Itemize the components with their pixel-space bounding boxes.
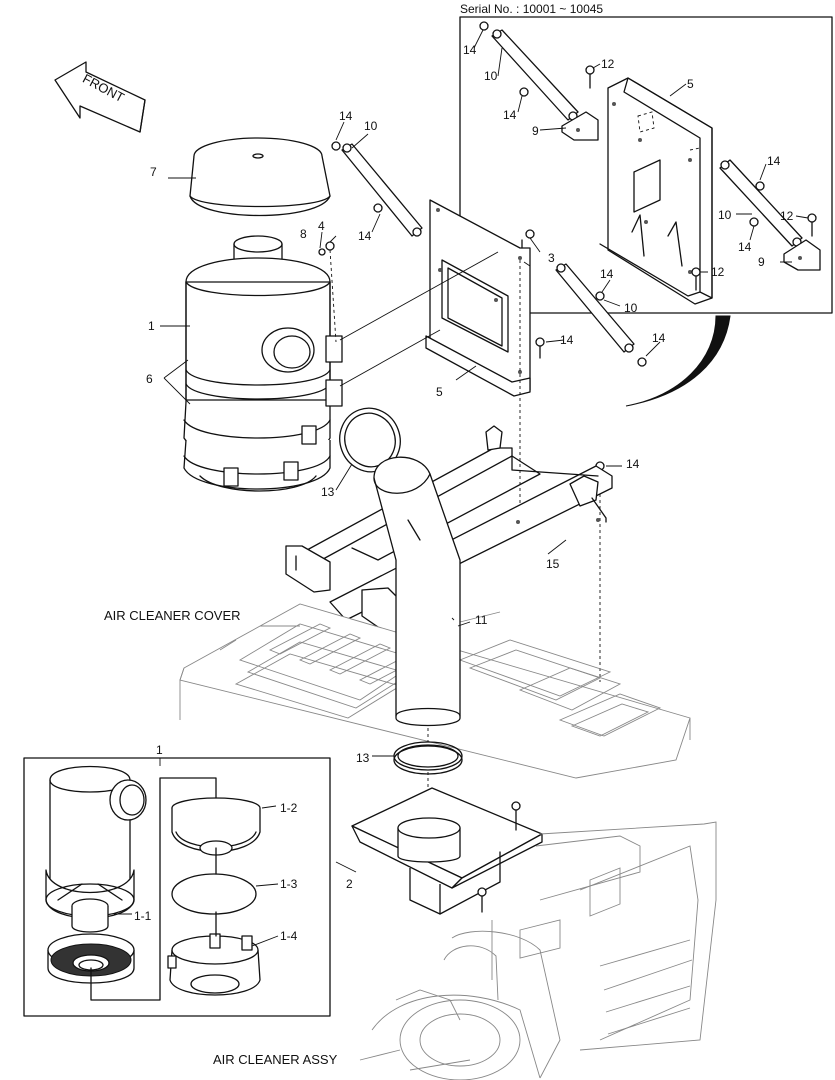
strut-upper: [341, 143, 423, 237]
assy-seal-ring: [171, 873, 257, 915]
inset-callout-arrow: [625, 315, 731, 407]
serial-inset: Serial No. : 10001 ~ 10045: [459, 2, 833, 314]
inset-label-9b: 9: [758, 255, 765, 269]
assy-label-1-3: 1-3: [280, 877, 298, 891]
label-8: 8: [300, 227, 307, 241]
inset-label-14b: 14: [503, 108, 517, 122]
inset-label-5: 5: [687, 77, 694, 91]
elbow-pipe: [373, 456, 461, 727]
air-cleaner-body: [183, 235, 343, 492]
inset-label-12b: 12: [780, 209, 794, 223]
inset-strut-left: [491, 29, 599, 141]
cover-vent-right: [458, 639, 662, 737]
assy-bottom-cap: [167, 933, 261, 996]
assy-housing: [45, 765, 147, 933]
o-ring-lower: [393, 728, 463, 820]
label-15: 15: [546, 557, 560, 571]
label-5: 5: [436, 385, 443, 399]
assy-filter-element: [47, 933, 135, 984]
label-6: 6: [146, 372, 153, 386]
label-7: 7: [150, 165, 157, 179]
front-arrow: FRONT: [54, 61, 146, 133]
label-14e: 14: [652, 331, 666, 345]
adapter-plate: [335, 787, 543, 915]
caption-air-cleaner-cover: AIR CLEANER COVER: [104, 608, 241, 623]
serial-number-label: Serial No. : 10001 ~ 10045: [460, 2, 603, 16]
label-13a: 13: [321, 485, 335, 499]
main-bolts: [331, 141, 647, 682]
label-10b: 10: [624, 301, 638, 315]
inset-label-14a: 14: [463, 43, 477, 57]
label-14a: 14: [339, 109, 353, 123]
mounting-plate: [339, 199, 531, 520]
label-14b: 14: [358, 229, 372, 243]
label-10a: 10: [364, 119, 378, 133]
inset-label-9a: 9: [532, 124, 539, 138]
assy-label-1-2: 1-2: [280, 801, 298, 815]
label-2: 2: [346, 877, 353, 891]
assy-cover: [171, 797, 261, 856]
label-13b: 13: [356, 751, 370, 765]
label-14c: 14: [560, 333, 574, 347]
inset-label-14d: 14: [738, 240, 752, 254]
inset-label-10a: 10: [484, 69, 498, 83]
assy-label-1-4: 1-4: [280, 929, 298, 943]
label-1: 1: [148, 319, 155, 333]
engine-outline: [359, 821, 717, 1080]
inset-frame: [459, 16, 833, 314]
caption-air-cleaner-assy: AIR CLEANER ASSY: [213, 1052, 338, 1067]
inset-label-12a: 12: [601, 57, 615, 71]
assy-detail: 1: [23, 743, 331, 1017]
label-3: 3: [548, 251, 555, 265]
strut-lower: [555, 263, 635, 353]
inset-label-14c: 14: [767, 154, 781, 168]
inset-mounting-plate: [599, 77, 713, 305]
assy-label-1: 1: [156, 743, 163, 757]
inset-label-12c: 12: [711, 265, 725, 279]
label-14f: 14: [626, 457, 640, 471]
label-11: 11: [475, 613, 488, 627]
precleaner-lid: [189, 137, 331, 217]
label-14d: 14: [600, 267, 614, 281]
inset-strut-right: [719, 159, 821, 271]
label-4: 4: [318, 219, 325, 233]
inset-bolts: [479, 21, 817, 291]
inset-label-10b: 10: [718, 208, 732, 222]
assy-label-1-1: 1-1: [134, 909, 152, 923]
